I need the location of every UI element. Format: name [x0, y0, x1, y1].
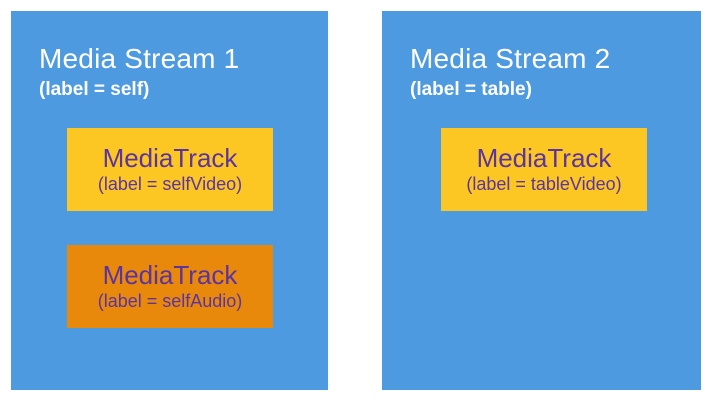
media-track-name: MediaTrack [102, 143, 238, 173]
stream-label: (label = self) [39, 79, 150, 100]
stream-title: Media Stream 1 [39, 43, 240, 74]
media-track-name: MediaTrack [476, 143, 612, 173]
media-track-label: (label = selfAudio) [97, 291, 243, 311]
media-stream-1-panel: Media Stream 1 (label = self) MediaTrack… [11, 11, 328, 390]
media-track-selfvideo: MediaTrack (label = selfVideo) [67, 128, 273, 211]
media-track-tablevideo: MediaTrack (label = tableVideo) [441, 128, 647, 211]
media-track-label: (label = tableVideo) [466, 174, 622, 194]
media-stream-2-panel: Media Stream 2 (label = table) MediaTrac… [382, 11, 701, 390]
stream-label: (label = table) [410, 79, 532, 100]
media-track-selfaudio: MediaTrack (label = selfAudio) [67, 245, 273, 328]
media-track-name: MediaTrack [102, 260, 238, 290]
stream-title: Media Stream 2 [410, 43, 611, 74]
media-track-label: (label = selfVideo) [97, 174, 243, 194]
